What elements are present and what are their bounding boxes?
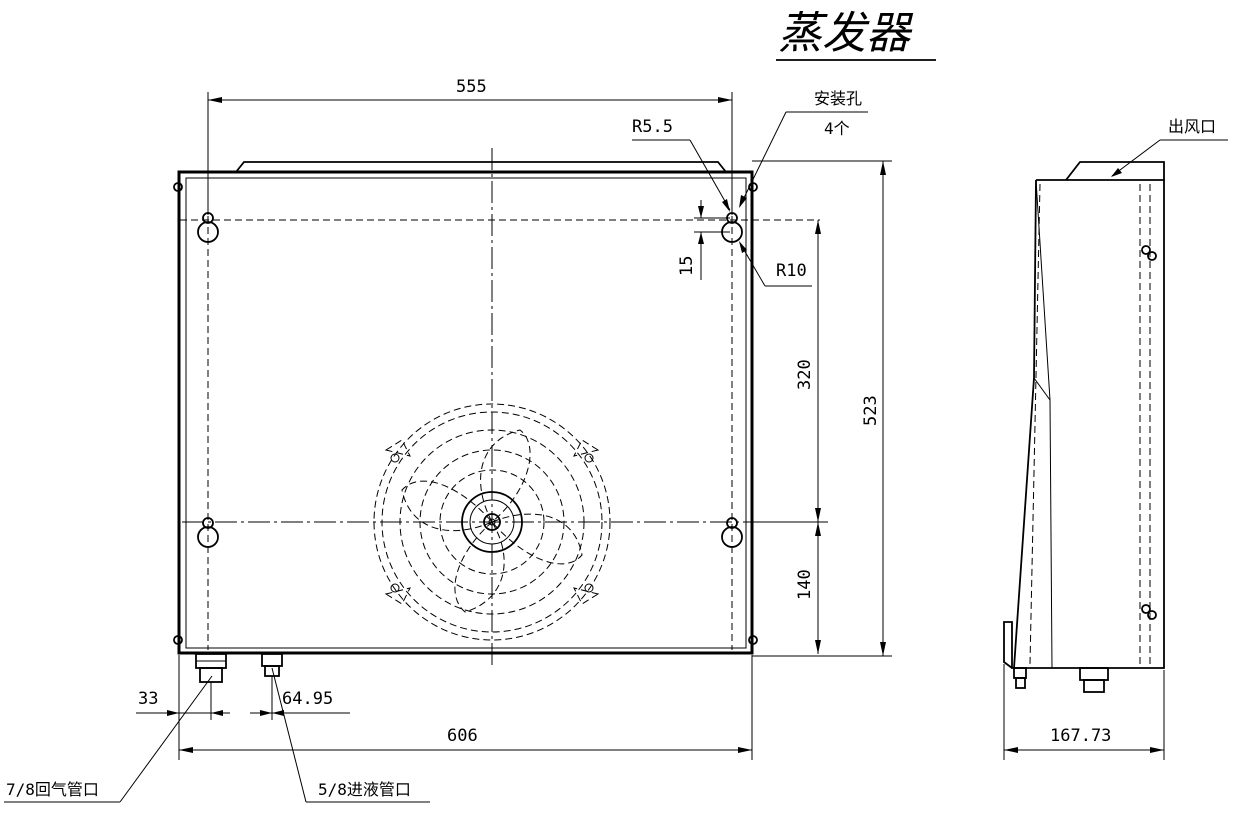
mounting-hole [721,517,743,548]
front-inner-frame [185,177,747,649]
mounting-hole [197,517,219,548]
dimension-64-95: 64.95 [250,676,350,720]
dim-15-text: 15 [677,256,697,276]
inlet-pipe-fitting [261,653,283,677]
dim-523-text: 523 [861,395,881,426]
dim-167-73-text: 167.73 [1050,726,1111,746]
dim-320-text: 320 [795,359,815,390]
dim-606-text: 606 [447,726,478,746]
air-outlet [1065,161,1165,181]
side-housing [1003,179,1165,669]
leader-mounting-hole: 安装孔 4个 [739,89,868,208]
leader-r10: R10 [739,241,812,287]
r-small-text: R5.5 [632,117,673,137]
side-bolt [1147,251,1157,261]
dimension-555: 555 [207,77,733,215]
leader-inlet-port: 5/8进液管口 [271,667,430,803]
r-large-text: R10 [776,261,807,281]
fan-assembly [373,403,611,641]
dimension-140: 140 [795,522,821,654]
side-view [1003,161,1165,693]
side-bolt [1141,245,1151,255]
front-view [173,148,820,683]
dim-64-95-text: 64.95 [282,689,333,709]
dimension-15: 15 [677,200,730,280]
side-fitting [1013,667,1027,679]
corner-stud [173,635,183,645]
dimension-320: 320 [750,220,828,523]
inlet-port-label: 5/8进液管口 [318,780,411,799]
dim-33-text: 33 [138,689,158,709]
dim-140-text: 140 [795,569,815,600]
drawing-title: 蒸发器 [778,8,914,59]
corner-stud [748,635,758,645]
dimension-523: 523 [752,160,892,657]
dim-555-text: 555 [456,77,487,97]
dimension-167-73: 167.73 [1003,664,1165,760]
dimension-33: 33 [136,682,230,720]
side-bolt [1141,604,1151,614]
corner-stud [173,182,183,192]
return-port-label: 7/8回气管口 [6,780,99,799]
top-flange [235,161,727,173]
leader-return-port: 7/8回气管口 [4,675,213,803]
air-outlet-label: 出风口 [1168,117,1216,136]
side-bolt [1147,610,1157,620]
leader-air-outlet: 出风口 [1111,117,1228,177]
leader-r5-5: R5.5 [632,117,731,212]
mounting-hole-label: 安装孔 [814,89,862,108]
dimension-606: 606 [178,655,753,760]
front-housing [177,170,754,655]
side-fitting [1079,667,1109,681]
mounting-hole-qty-label: 4个 [824,119,850,138]
